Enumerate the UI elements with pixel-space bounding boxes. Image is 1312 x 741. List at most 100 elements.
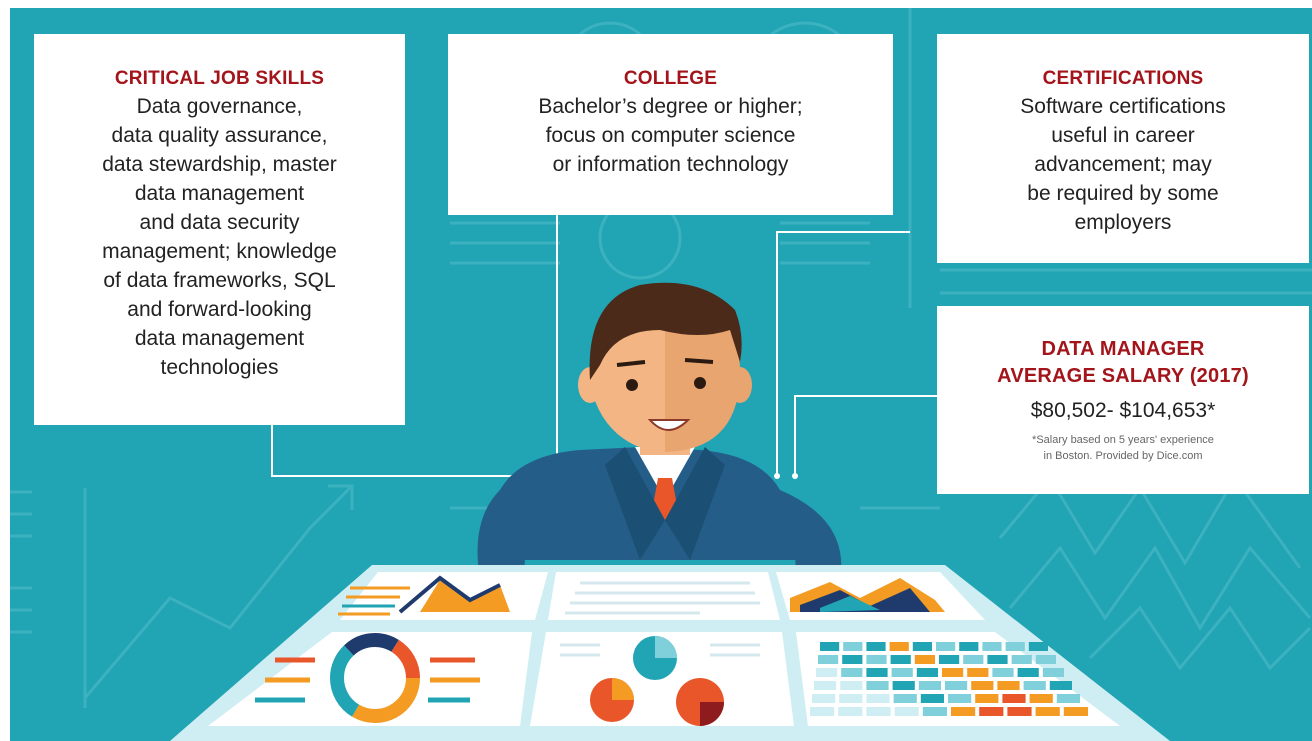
heatmap-cell xyxy=(982,642,1002,651)
certifications-line: Software certifications xyxy=(1020,95,1226,118)
heatmap-cell xyxy=(992,668,1014,677)
heatmap-cell xyxy=(912,642,932,651)
heatmap-cell xyxy=(866,681,889,690)
salary-footnote: *Salary based on 5 years' experience in … xyxy=(937,432,1309,464)
heatmap-cell xyxy=(812,694,836,703)
salary-panel: DATA MANAGER AVERAGE SALARY (2017) $80,5… xyxy=(937,306,1309,494)
heatmap-cell xyxy=(918,681,941,690)
heatmap-grid xyxy=(810,642,1088,716)
heatmap-cell xyxy=(939,655,960,664)
salary-heading-line: DATA MANAGER xyxy=(1041,338,1205,360)
certifications-line: useful in career xyxy=(1051,124,1195,147)
skills-line: management; knowledge xyxy=(102,240,337,263)
heatmap-cell xyxy=(987,655,1008,664)
skills-line: data quality assurance, xyxy=(111,124,328,147)
salary-heading: DATA MANAGER AVERAGE SALARY (2017) xyxy=(937,336,1309,390)
heatmap-cell xyxy=(1042,668,1064,677)
skills-heading: CRITICAL JOB SKILLS xyxy=(114,68,325,89)
skills-body: Data governance, data quality assurance,… xyxy=(34,92,405,382)
heatmap-cell xyxy=(866,694,890,703)
heatmap-cell xyxy=(979,707,1004,716)
heatmap-cell xyxy=(1056,694,1080,703)
critical-job-skills-panel: CRITICAL JOB SKILLS Data governance, dat… xyxy=(34,34,405,425)
heatmap-cell xyxy=(891,668,913,677)
skills-line: and data security xyxy=(139,211,300,234)
heatmap-cell xyxy=(839,694,863,703)
heatmap-cell xyxy=(967,668,989,677)
skills-line: technologies xyxy=(160,356,279,379)
heatmap-cell xyxy=(1017,668,1039,677)
heatmap-cell xyxy=(959,642,979,651)
salary-range: $80,502- $104,653* xyxy=(1030,399,1216,422)
certifications-line: employers xyxy=(1074,211,1172,234)
certifications-panel: CERTIFICATIONS Software certifications u… xyxy=(937,34,1309,263)
heatmap-cell xyxy=(997,681,1020,690)
skills-line: data management xyxy=(134,182,305,205)
college-heading: COLLEGE xyxy=(623,68,718,89)
college-line: Bachelor’s degree or higher; xyxy=(538,95,803,118)
heatmap-cell xyxy=(1029,694,1053,703)
heatmap-cell xyxy=(889,642,909,651)
college-line: focus on computer science xyxy=(545,124,796,147)
college-panel: COLLEGE Bachelor’s degree or higher; foc… xyxy=(448,34,893,215)
heatmap-cell xyxy=(843,642,863,651)
salary-heading-line: AVERAGE SALARY (2017) xyxy=(997,365,1249,387)
certifications-body: Software certifications useful in career… xyxy=(937,92,1309,237)
heatmap-cell xyxy=(916,668,938,677)
heatmap-cell xyxy=(1005,642,1025,651)
certifications-line: advancement; may xyxy=(1034,153,1212,176)
heatmap-cell xyxy=(948,694,972,703)
heatmap-cell xyxy=(914,655,935,664)
dashboard-charts-icon xyxy=(170,565,1170,741)
heatmap-cell xyxy=(1007,707,1032,716)
heatmap-cell xyxy=(890,655,911,664)
skills-line: data stewardship, master xyxy=(102,153,337,176)
salary-note-line: in Boston. Provided by Dice.com xyxy=(1043,450,1203,462)
heatmap-cell xyxy=(971,681,994,690)
heatmap-cell xyxy=(942,668,964,677)
business-person-icon xyxy=(477,282,842,580)
heatmap-cell xyxy=(920,694,944,703)
heatmap-cell xyxy=(841,668,863,677)
heatmap-cell xyxy=(820,642,840,651)
heatmap-cell xyxy=(894,707,919,716)
certifications-heading: CERTIFICATIONS xyxy=(1042,68,1204,89)
heatmap-cell xyxy=(866,668,888,677)
heatmap-cell xyxy=(818,655,839,664)
skills-line: and forward-looking xyxy=(127,298,312,321)
college-line: or information technology xyxy=(552,153,789,176)
heatmap-cell xyxy=(866,642,886,651)
heatmap-cell xyxy=(814,681,837,690)
heatmap-cell xyxy=(842,655,863,664)
heatmap-cell xyxy=(975,694,999,703)
heatmap-cell xyxy=(963,655,984,664)
skills-line: Data governance, xyxy=(136,95,303,118)
heatmap-cell xyxy=(922,707,947,716)
heatmap-cell xyxy=(945,681,968,690)
heatmap-cell xyxy=(816,668,838,677)
heatmap-cell xyxy=(838,707,863,716)
heatmap-cell xyxy=(1028,642,1048,651)
heatmap-cell xyxy=(810,707,835,716)
connector-lines xyxy=(271,215,937,477)
heatmap-cell xyxy=(1023,681,1046,690)
heatmap-cell xyxy=(1002,694,1026,703)
salary-note-line: *Salary based on 5 years' experience xyxy=(1032,434,1214,446)
heatmap-cell xyxy=(936,642,956,651)
heatmap-cell xyxy=(1011,655,1032,664)
heatmap-cell xyxy=(893,694,917,703)
heatmap-cell xyxy=(866,707,891,716)
heatmap-cell xyxy=(951,707,976,716)
heatmap-cell xyxy=(1035,707,1060,716)
heatmap-cell xyxy=(840,681,863,690)
college-body: Bachelor’s degree or higher; focus on co… xyxy=(448,92,893,179)
heatmap-cell xyxy=(1035,655,1056,664)
heatmap-cell xyxy=(892,681,915,690)
heatmap-cell xyxy=(866,655,887,664)
certifications-line: be required by some xyxy=(1027,182,1219,205)
heatmap-cell xyxy=(1049,681,1072,690)
heatmap-cell xyxy=(1063,707,1088,716)
skills-line: of data frameworks, SQL xyxy=(103,269,336,292)
